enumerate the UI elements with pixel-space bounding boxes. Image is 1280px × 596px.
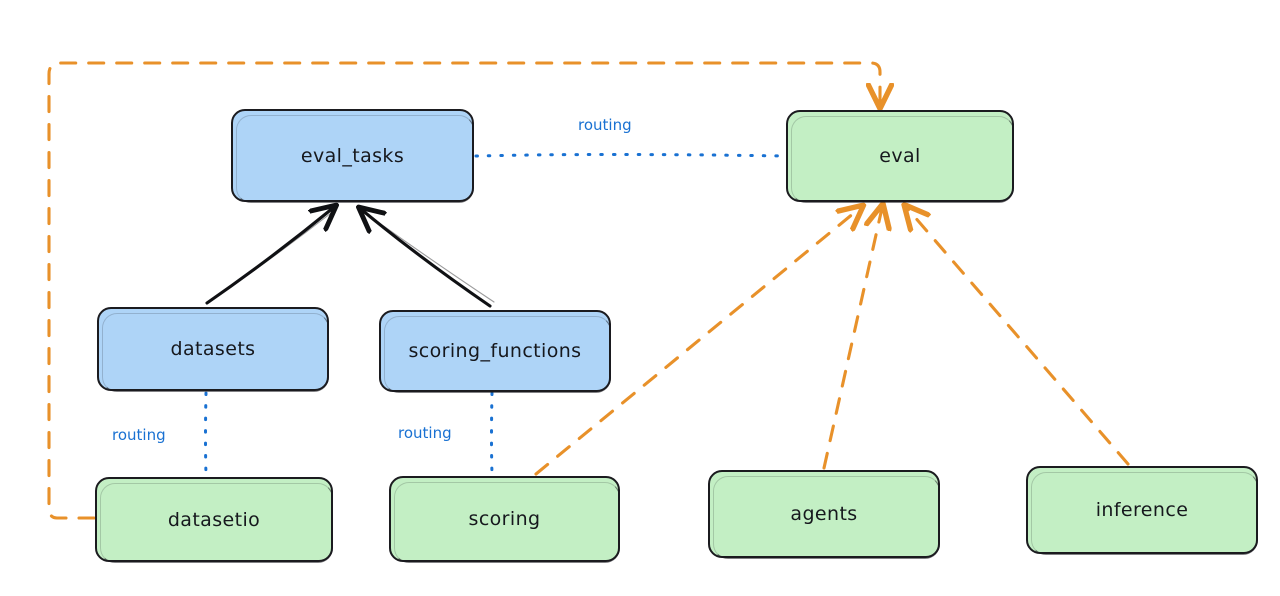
node-scoring-functions[interactable]: scoring_functions: [379, 310, 611, 393]
node-label-eval: eval: [879, 145, 921, 167]
edge-datasets-to-datasetio: [204, 391, 208, 477]
node-datasetio[interactable]: datasetio: [95, 477, 333, 563]
node-scoring[interactable]: scoring: [389, 476, 620, 563]
node-label-datasetio: datasetio: [167, 508, 261, 531]
node-label-scoring-functions: scoring_functions: [408, 340, 582, 362]
node-label-eval-tasks: eval_tasks: [300, 144, 405, 167]
edge-eval-tasks-to-eval: [474, 153, 786, 158]
node-inference[interactable]: inference: [1026, 466, 1258, 555]
node-agents[interactable]: agents: [708, 470, 940, 559]
node-label-datasets: datasets: [170, 338, 256, 360]
edge-scoring-to-eval: [534, 208, 860, 476]
node-label-scoring: scoring: [468, 508, 541, 530]
node-datasets[interactable]: datasets: [97, 307, 329, 392]
edge-scoring-functions-to-eval-tasks: [362, 210, 495, 308]
node-eval[interactable]: eval: [786, 110, 1014, 203]
node-eval-tasks[interactable]: eval_tasks: [231, 109, 474, 203]
edge-agents-to-eval: [822, 208, 882, 470]
node-label-agents: agents: [790, 503, 858, 525]
edge-label-routing-datasets: routing: [112, 426, 166, 444]
edge-datasets-to-eval-tasks: [205, 208, 335, 305]
node-label-inference: inference: [1095, 499, 1189, 521]
edge-inference-to-eval: [907, 208, 1130, 466]
edge-label-routing-eval-tasks: routing: [578, 116, 632, 134]
edge-label-routing-scoring-functions: routing: [398, 424, 452, 442]
edge-datasetio-to-eval: [47, 61, 880, 520]
edge-scoring-functions-to-scoring: [490, 391, 494, 476]
